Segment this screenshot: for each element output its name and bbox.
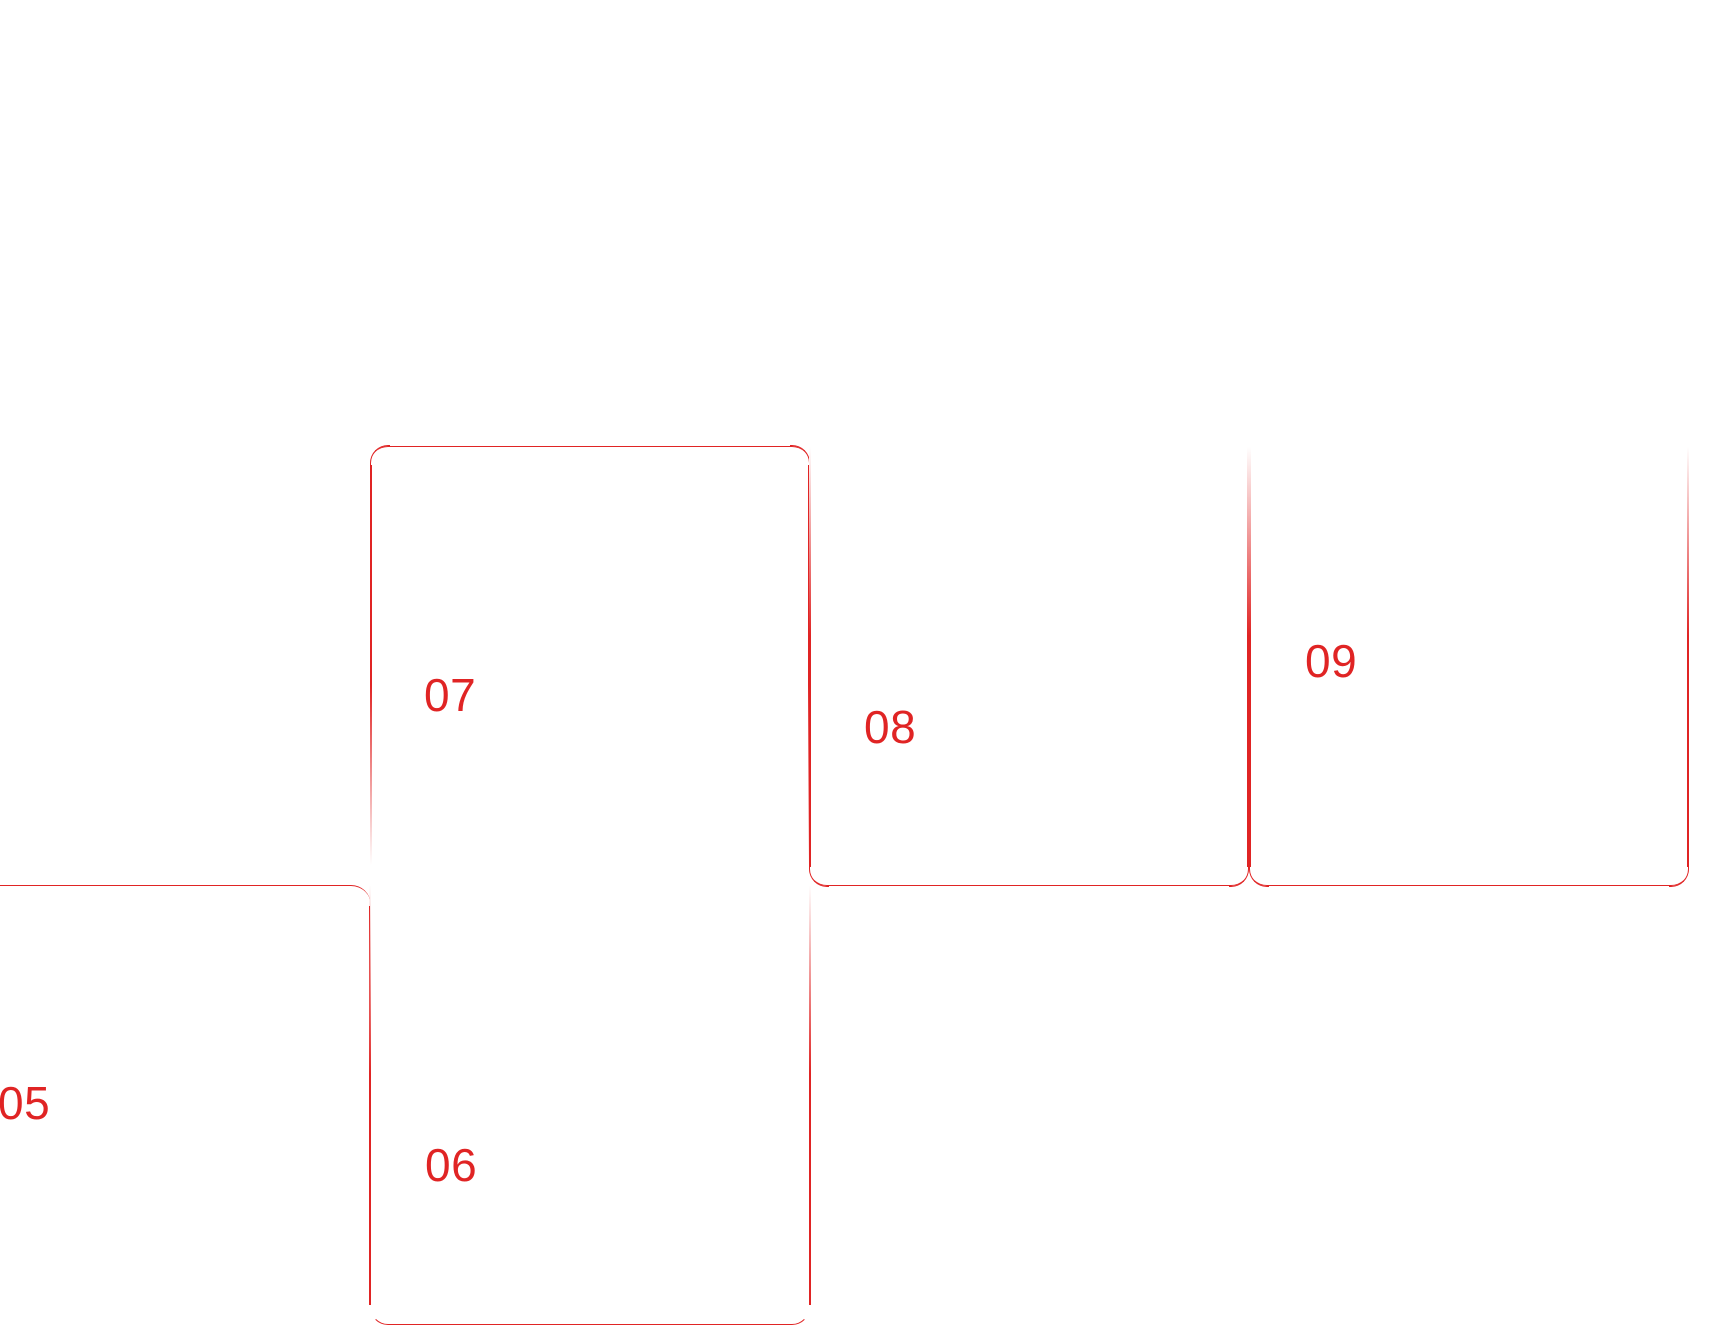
- card-corner: [1229, 866, 1249, 887]
- card-number-label: 07: [424, 669, 477, 721]
- card-edge: [370, 465, 372, 865]
- card-number-label: 06: [425, 1139, 478, 1191]
- card-09[interactable]: 09: [1249, 446, 1689, 887]
- card-number-label: 08: [864, 701, 917, 753]
- card-edge: [1247, 447, 1249, 867]
- card-07[interactable]: 07: [370, 445, 810, 886]
- card-edge: [1687, 447, 1689, 867]
- card-edge: [809, 447, 811, 867]
- card-number-label: 05: [0, 1077, 51, 1129]
- card-corner: [809, 866, 829, 887]
- card-06[interactable]: 06: [369, 885, 811, 1325]
- card-edge: [369, 885, 371, 1305]
- card-corner: [790, 445, 810, 466]
- card-05[interactable]: 05: [0, 885, 371, 1325]
- card-08[interactable]: 08: [809, 446, 1249, 887]
- card-number-label: 09: [1305, 635, 1358, 687]
- card-corner: [1669, 866, 1689, 887]
- card-edge: [1249, 447, 1251, 867]
- card-corner: [1249, 866, 1269, 887]
- card-edge: [809, 885, 811, 1305]
- card-corner: [370, 445, 390, 466]
